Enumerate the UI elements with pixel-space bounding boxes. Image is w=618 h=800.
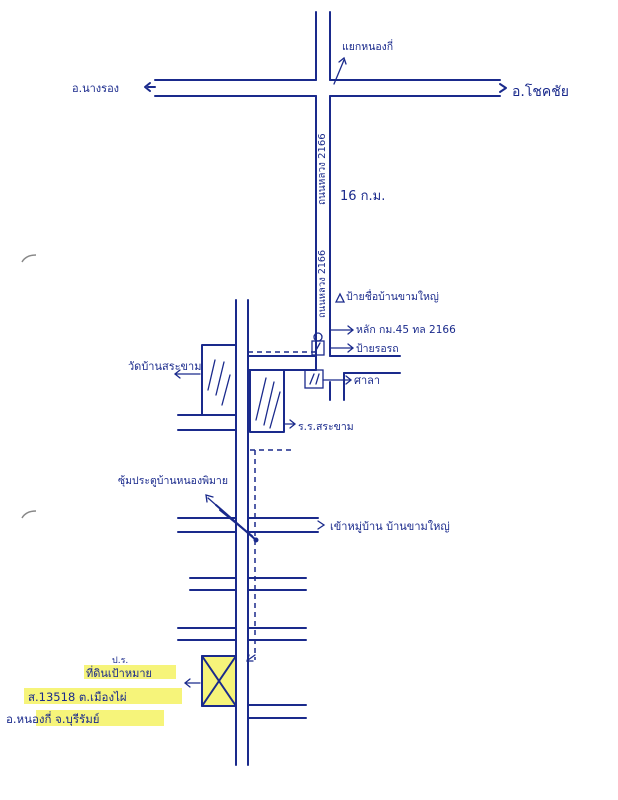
village-entrance-road: เข้าหมู่บ้าน บ้านขามใหญ่ [177, 517, 450, 533]
sala-label: ศาลา [354, 374, 380, 387]
road-east-west [144, 79, 507, 97]
target-label-group: ป.ร. ที่ดินเป้าหมาย ส.13518 ต.เมืองไผ่ อ… [6, 656, 182, 726]
side-roads [177, 577, 307, 719]
road-name-lower: ถนนหลวง 2166 [317, 250, 328, 318]
target-mark-label: ป.ร. [112, 656, 128, 666]
km-marker: หลัก กม.45 ทล 2166 [313, 324, 456, 342]
highway-2166 [315, 11, 345, 401]
school-block: ร.ร.สระขาม [249, 369, 354, 433]
intersection-label: แยกหนองกี่ [342, 39, 393, 53]
east-city-label: อ.โชคชัย [512, 83, 569, 100]
village-entrance-label: เข้าหมู่บ้าน บ้านขามใหญ่ [330, 520, 450, 533]
target-deed-label: ส.13518 ต.เมืองไผ่ [28, 690, 127, 704]
sala-building: ศาลา [304, 369, 380, 389]
temple-label: วัดบ้านสระขาม [128, 360, 201, 373]
village-sign-label: ป้ายชื่อบ้านขามใหญ่ [346, 289, 439, 303]
km-marker-label: หลัก กม.45 ทล 2166 [356, 324, 456, 336]
bus-stop: ป้ายรอรถ [311, 340, 399, 356]
village-sign-marker: ป้ายชื่อบ้านขามใหญ่ [334, 289, 439, 303]
intersection-marker: แยกหนองกี่ [333, 39, 393, 85]
village-gate-label: ซุ้มประตูบ้านหนองพิมาย [118, 475, 228, 487]
target-district-label: อ.หนองกี่ จ.บุรีรัมย์ [6, 711, 100, 726]
target-title-label: ที่ดินเป้าหมาย [86, 665, 152, 680]
temple-block: วัดบ้านสระขาม [128, 344, 237, 416]
binder-hole-mark [21, 254, 37, 263]
target-land [183, 655, 237, 707]
bus-stop-label: ป้ายรอรถ [356, 343, 399, 355]
road-name-upper: ถนนหลวง 2166 [317, 133, 328, 205]
village-gate: ซุ้มประตูบ้านหนองพิมาย [118, 475, 259, 543]
school-label: ร.ร.สระขาม [298, 421, 354, 433]
binder-hole-mark [21, 510, 37, 519]
distance-label: 16 ก.ม. [340, 189, 385, 204]
west-city-label: อ.นางรอง [72, 82, 119, 95]
